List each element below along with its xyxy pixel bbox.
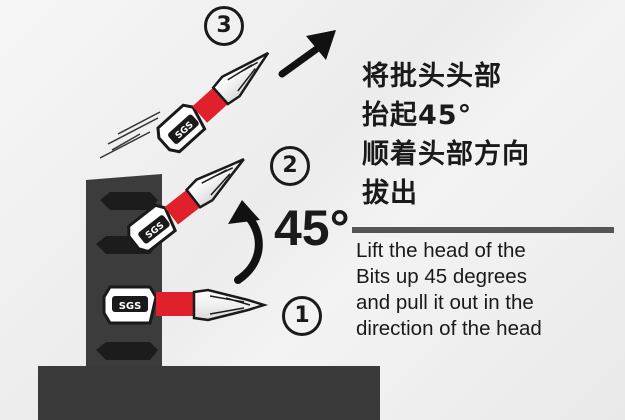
bit-step-2: SGS <box>127 158 245 254</box>
divider <box>352 227 614 233</box>
instruction-cn-line-4: 拔出 <box>362 178 418 209</box>
motion-lines <box>99 111 161 159</box>
bit-step-1: SGS <box>102 285 269 325</box>
bit-1-brand: SGS <box>119 301 142 312</box>
step-1-badge: 1 <box>282 296 322 336</box>
instruction-en-line-4: direction of the head <box>356 317 542 340</box>
instruction-en-line-3: and pull it out in the <box>356 291 534 314</box>
step-3-badge: 3 <box>204 6 244 46</box>
instruction-en: Lift the head of the Bits up 45 degrees … <box>356 238 542 342</box>
instruction-cn-line-2: 抬起45° <box>362 100 473 131</box>
bit-step-3: SGS <box>156 51 270 154</box>
angle-label: 45° <box>274 200 350 256</box>
step-2-badge: 2 <box>270 146 310 186</box>
exit-arrow-icon <box>278 30 336 78</box>
rotate-arrow-icon <box>228 200 263 284</box>
instruction-en-line-2: Bits up 45 degrees <box>356 265 527 288</box>
instruction-en-line-1: Lift the head of the <box>356 239 526 262</box>
instruction-cn-line-3: 顺着头部方向 <box>362 139 530 170</box>
instruction-cn-line-1: 将批头头部 <box>362 61 502 92</box>
